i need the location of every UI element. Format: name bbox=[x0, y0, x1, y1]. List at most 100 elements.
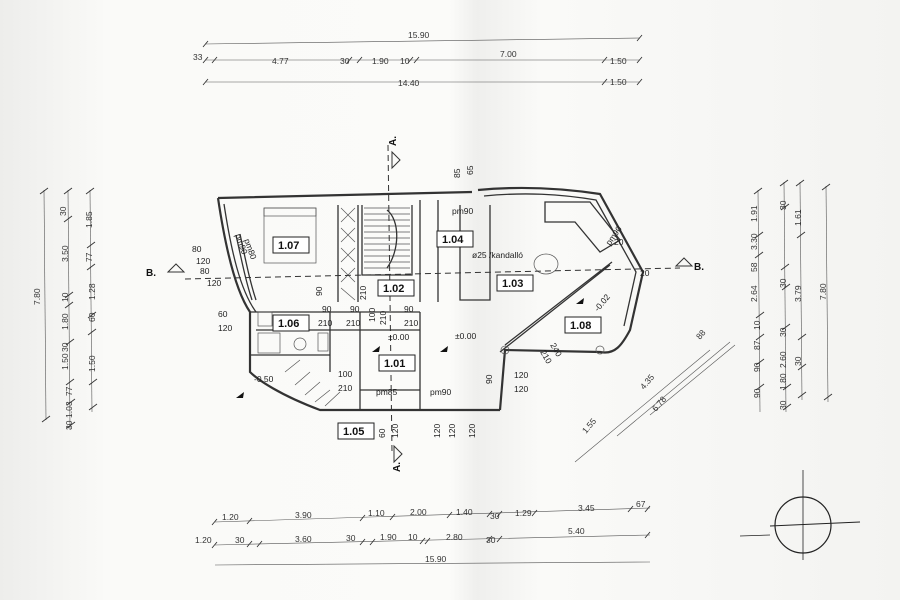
dim-right-58: 58 bbox=[749, 262, 759, 272]
n20b: 20 bbox=[614, 237, 624, 247]
room-104: 1.04 bbox=[442, 234, 464, 246]
diagonal-dimensions: 1.55 4.35 6.78 88 bbox=[574, 327, 736, 463]
dim-right-30b: 30 bbox=[778, 327, 788, 337]
dim-bot2-10: 10 bbox=[408, 532, 418, 542]
label-pm85: pm85 bbox=[376, 387, 398, 397]
n210c: 210 bbox=[346, 318, 360, 328]
dim-left-350: 3.50 bbox=[60, 245, 70, 262]
section-a-top-arrow bbox=[391, 150, 401, 170]
dim-left-60: 60 bbox=[87, 312, 97, 322]
dim-left-150: 1.50 bbox=[60, 353, 70, 370]
n90d: 90 bbox=[404, 304, 414, 314]
level-000-b: ±0.00 bbox=[388, 332, 409, 342]
dim-right-87: 87 bbox=[752, 340, 762, 350]
right-dimension-chain: 90 90 87 10 2.64 58 3.30 1.91 30 2.60 30… bbox=[749, 179, 833, 413]
n210g: 210 bbox=[338, 383, 352, 393]
entry-arrow-2 bbox=[440, 346, 448, 352]
room-108: 1.08 bbox=[570, 320, 591, 332]
dim-right-30e: 30 bbox=[793, 356, 803, 366]
dim-bot-110: 1.10 bbox=[368, 508, 385, 518]
dim-bot2-280: 2.80 bbox=[446, 532, 463, 542]
dim-right-30d: 30 bbox=[778, 200, 788, 210]
dim-right-264: 2.64 bbox=[749, 285, 759, 302]
n120g: 120 bbox=[432, 424, 442, 438]
dim-bot2-360: 3.60 bbox=[295, 534, 312, 544]
dim-top-33: 33 bbox=[193, 52, 203, 62]
entrance-arrows bbox=[236, 298, 584, 398]
section-b-right: B. bbox=[694, 262, 704, 273]
n80: 80 bbox=[192, 244, 202, 254]
n120i: 120 bbox=[467, 424, 477, 438]
section-b-left: B. bbox=[146, 268, 156, 279]
dim-right-90b: 90 bbox=[752, 362, 762, 372]
dim-top-190: 1.90 bbox=[372, 56, 389, 66]
level-minus-050: -0.50 bbox=[254, 374, 274, 384]
n210e: 210 bbox=[404, 318, 418, 328]
room-101: 1.01 bbox=[384, 358, 405, 370]
section-a-bottom-arrow bbox=[393, 444, 403, 464]
dim-diag-435: 4.35 bbox=[638, 372, 656, 391]
level-minus-002: -0.02 bbox=[592, 292, 612, 313]
n120e: 120 bbox=[514, 384, 528, 394]
dim-top-10: 10 bbox=[400, 56, 410, 66]
dim-bot-30: 30 bbox=[490, 511, 500, 521]
dim-bot2-30: 30 bbox=[235, 535, 245, 545]
n120c: 120 bbox=[218, 323, 232, 333]
dim-diag-88: 88 bbox=[694, 327, 708, 341]
room-107: 1.07 bbox=[278, 240, 299, 252]
room-105: 1.05 bbox=[343, 426, 364, 438]
n100a: 100 bbox=[367, 308, 377, 322]
room-numbers: 1.07 1.04 1.02 1.03 1.06 1.01 1.08 1.05 bbox=[272, 230, 602, 440]
dim-top-1440: 14.40 bbox=[398, 78, 420, 88]
n210a: 210 bbox=[358, 286, 368, 300]
dim-bot2-190: 1.90 bbox=[380, 532, 397, 542]
dim-left-780: 7.80 bbox=[32, 288, 42, 305]
n100b: 100 bbox=[338, 369, 352, 379]
n60b: 60 bbox=[377, 428, 387, 438]
dim-diag-155: 1.55 bbox=[580, 416, 598, 435]
dim-top-30: 30 bbox=[340, 56, 350, 66]
dim-bot2-30c: 30 bbox=[486, 535, 496, 545]
dim-right-10: 10 bbox=[752, 320, 762, 330]
section-b-right-arrow bbox=[674, 257, 694, 267]
n80b: 80 bbox=[200, 266, 210, 276]
section-lines: B. B. A. A. bbox=[146, 136, 704, 472]
dim-top-total: 15.90 bbox=[408, 30, 430, 40]
n90a: 90 bbox=[314, 286, 324, 296]
n60: 60 bbox=[218, 309, 228, 319]
dim-bot-129: 1.29 bbox=[515, 508, 532, 518]
dim-left-103: 1.03 bbox=[64, 401, 74, 418]
dim-left-185: 1.85 bbox=[84, 211, 94, 228]
label-pm90-bottom: pm90 bbox=[430, 387, 452, 397]
left-dimension-chain: 7.80 1.03 77 1.50 30 1.80 10 3.50 30 30 … bbox=[32, 187, 98, 431]
entry-arrow-3 bbox=[372, 346, 380, 352]
dim-right-161: 1.61 bbox=[793, 209, 803, 226]
dim-top-477: 4.77 bbox=[272, 56, 289, 66]
dim-left-10: 10 bbox=[60, 292, 70, 302]
n120d: 120 bbox=[514, 370, 528, 380]
room-106: 1.06 bbox=[278, 318, 299, 330]
n65: 65 bbox=[465, 165, 475, 175]
dim-bot-200: 2.00 bbox=[410, 507, 427, 517]
dim-bot-67: 67 bbox=[636, 499, 646, 509]
section-a-bottom: A. bbox=[392, 462, 403, 472]
n120b: 120 bbox=[207, 278, 221, 288]
dim-left-30c: 30 bbox=[64, 420, 74, 430]
n120h: 120 bbox=[447, 424, 457, 438]
dim-left-128: 1.28 bbox=[87, 283, 97, 300]
entry-arrow-1 bbox=[236, 392, 244, 398]
section-a-top: A. bbox=[388, 136, 399, 146]
dim-right-379: 3.79 bbox=[793, 285, 803, 302]
dim-left-77b: 77 bbox=[84, 252, 94, 262]
dim-left-30: 30 bbox=[60, 342, 70, 352]
dim-diag-678: 6.78 bbox=[650, 394, 668, 413]
label-fireplace: ø25 /kandalló bbox=[472, 250, 523, 260]
room-103: 1.03 bbox=[502, 278, 523, 290]
n210d: 210 bbox=[378, 311, 388, 325]
level-000-a: ±0.00 bbox=[455, 331, 476, 341]
dim-bot2-30b: 30 bbox=[346, 533, 356, 543]
n90c: 90 bbox=[350, 304, 360, 314]
staircase bbox=[364, 207, 410, 269]
